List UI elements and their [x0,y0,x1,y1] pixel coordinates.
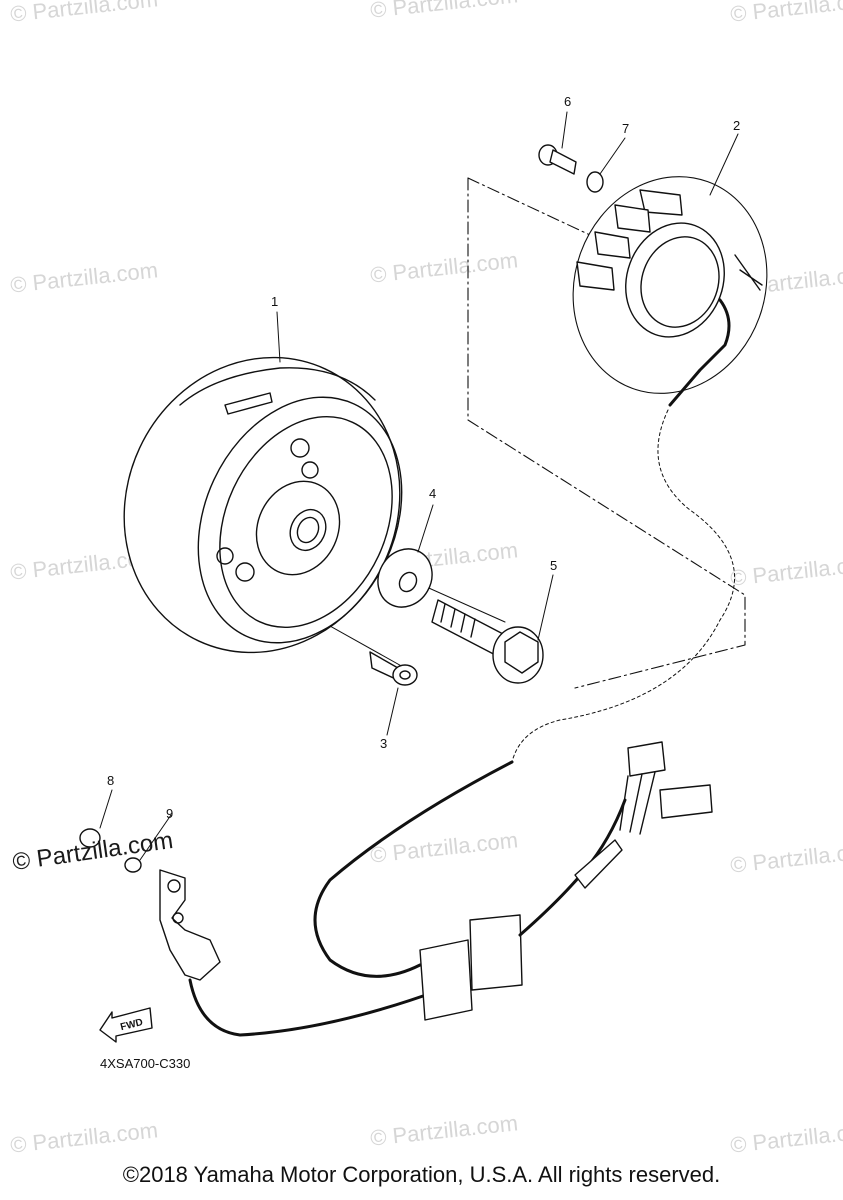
callout-leader [139,814,172,861]
callout-8: 8 [107,773,114,788]
callout-leader [276,311,281,363]
harness-wire [518,798,627,937]
connector [619,741,713,835]
callout-leader [386,687,399,736]
pickup-bolt [79,828,101,848]
connector-tube [574,839,623,889]
callout-7: 7 [622,121,629,136]
flange-bolt [431,599,544,684]
callout-6: 6 [564,94,571,109]
stator-bolt [538,144,577,175]
pickup-coil [159,869,221,981]
callout-leader [99,789,113,829]
small-bolt [369,651,418,686]
assembly-outline [467,177,746,689]
washer [377,548,433,608]
callout-1: 1 [271,294,278,309]
callout-leader [561,111,568,149]
forward-arrow-icon: FWD [99,1007,153,1043]
callout-9: 9 [166,806,173,821]
callout-leader [599,137,626,175]
callout-5: 5 [550,558,557,573]
callout-leader [709,133,739,196]
drawing-code: 4XSA700-C330 [100,1056,191,1071]
fwd-label: FWD [119,1017,144,1033]
stator-coil [572,176,768,407]
pickup-washer [124,857,142,873]
callout-4: 4 [429,486,436,501]
harness-clamp [419,914,523,1021]
callout-3: 3 [380,736,387,751]
lead-wire [511,409,735,763]
callout-2: 2 [733,118,740,133]
harness-wire [188,978,442,1037]
flywheel-rotor [123,356,403,654]
harness-wire [313,760,514,978]
callout-leader [537,574,554,641]
copyright-notice: ©2018 Yamaha Motor Corporation, U.S.A. A… [122,1162,721,1187]
callout-leader [417,504,434,553]
stator-washer [586,171,604,193]
